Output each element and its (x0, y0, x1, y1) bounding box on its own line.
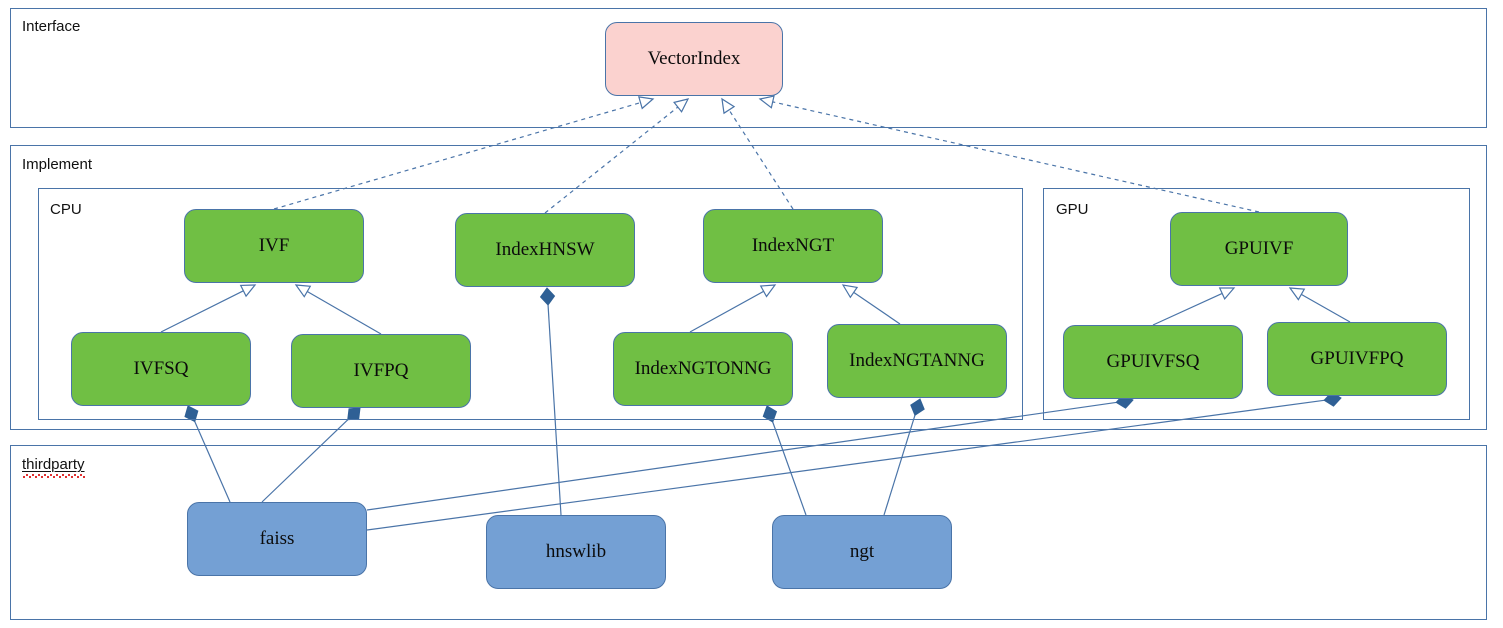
node-indexngt[interactable]: IndexNGT (703, 209, 883, 283)
group-label-implement: Implement (22, 156, 93, 173)
group-cpu (38, 188, 1023, 420)
group-label-thirdparty: thirdparty (22, 456, 85, 478)
node-gpuivf[interactable]: GPUIVF (1170, 212, 1348, 286)
node-indexngtonng[interactable]: IndexNGTONNG (613, 332, 793, 406)
node-indexngtanng[interactable]: IndexNGTANNG (827, 324, 1007, 398)
node-faiss[interactable]: faiss (187, 502, 367, 576)
node-ivfsq[interactable]: IVFSQ (71, 332, 251, 406)
group-thirdparty (10, 445, 1487, 620)
node-vectorindex[interactable]: VectorIndex (605, 22, 783, 96)
node-ivf[interactable]: IVF (184, 209, 364, 283)
group-interface (10, 8, 1487, 128)
node-indexhnsw[interactable]: IndexHNSW (455, 213, 635, 287)
node-ivfpq[interactable]: IVFPQ (291, 334, 471, 408)
node-hnswlib[interactable]: hnswlib (486, 515, 666, 589)
group-label-cpu: CPU (50, 201, 82, 218)
spellcheck-squiggle (22, 474, 85, 478)
node-ngt[interactable]: ngt (772, 515, 952, 589)
group-gpu (1043, 188, 1470, 420)
node-gpuivfsq[interactable]: GPUIVFSQ (1063, 325, 1243, 399)
group-implement (10, 145, 1487, 430)
group-label-gpu: GPU (1056, 201, 1089, 218)
node-gpuivfpq[interactable]: GPUIVFPQ (1267, 322, 1447, 396)
group-label-interface: Interface (22, 18, 81, 35)
